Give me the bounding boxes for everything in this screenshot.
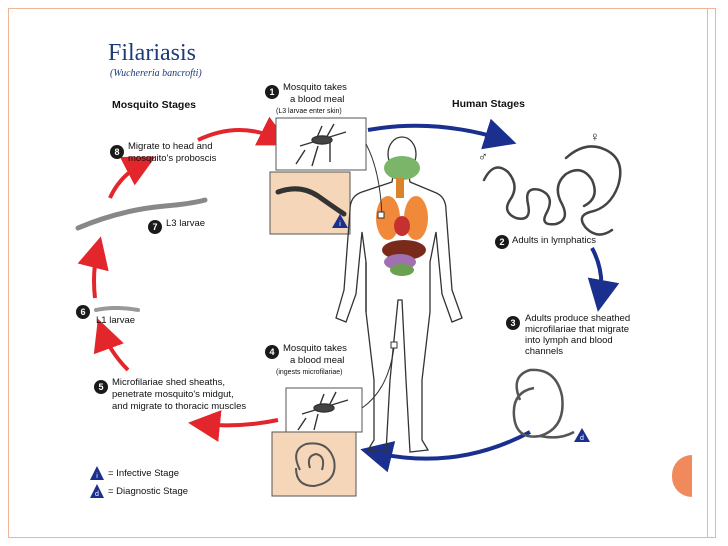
legend-diagnostic-label: = Diagnostic Stage	[108, 486, 189, 497]
step-1-note: (L3 larvae enter skin)	[276, 108, 342, 115]
step-5-label-line-3: and migrate to thoracic muscles	[112, 401, 247, 412]
arrow-5-to-6	[93, 318, 130, 372]
step-3-label-line-1: Adults produce sheathed	[525, 313, 631, 324]
arrow-7-to-8	[108, 156, 156, 199]
step-2-number: 2	[495, 235, 509, 249]
step-1-label-line-1: Mosquito takes	[283, 82, 347, 93]
step-6-label: L1 larvae	[96, 315, 136, 326]
diagram-subtitle: (Wuchereria bancrofti)	[110, 68, 202, 79]
step-4-number: 4	[265, 345, 279, 359]
arrow-6-to-7	[77, 236, 109, 299]
step-8-label-line-2: mosquito's proboscis	[128, 153, 217, 164]
mosquito-top-icon	[295, 123, 347, 167]
pointer-lines	[361, 143, 398, 409]
step-8-number: 8	[110, 145, 124, 159]
header-human-stages: Human Stages	[452, 98, 525, 110]
infective-stage-marker-inset: i	[332, 214, 348, 228]
svg-text:d: d	[580, 435, 584, 442]
arrow-1-to-2	[367, 118, 517, 150]
step-3-label-line-3: into lymph and blood	[525, 335, 613, 346]
step-7-number: 7	[148, 220, 162, 234]
step-5-label-line-2: penetrate mosquito's midgut,	[112, 389, 234, 400]
step-8-label-line-1: Migrate to head and	[128, 141, 213, 152]
step-2-label: Adults in lymphatics	[512, 235, 596, 246]
arrow-8-to-1	[197, 116, 291, 146]
step-1-number: 1	[265, 85, 279, 99]
step-3-label-line-2: microfilariae that migrate	[525, 324, 630, 335]
diagnostic-stage-marker-inset: d	[574, 428, 590, 442]
human-cycle-arrows	[360, 118, 620, 473]
female-symbol: ♀	[590, 129, 600, 144]
l1-larvae-icon	[94, 306, 140, 312]
internal-organs-icon	[376, 156, 428, 276]
mosquito-bottom-icon	[297, 391, 349, 431]
svg-text:i: i	[339, 221, 341, 228]
adult-worms-icon	[482, 145, 622, 236]
legend-diagnostic-marker: d	[90, 484, 104, 498]
legend-infective-marker: i	[90, 466, 104, 480]
slide-frame	[8, 8, 716, 538]
svg-text:d: d	[95, 491, 99, 498]
step-4-label-line-1: Mosquito takes	[283, 343, 347, 354]
l3-larvae-icon	[75, 197, 208, 231]
step-1-label-line-2: a blood meal	[290, 94, 345, 105]
microfilaria-bottom-icon	[295, 442, 336, 488]
slide-rail	[707, 8, 708, 538]
step-4-label-line-2: a blood meal	[290, 355, 345, 366]
step-3-label-line-4: channels	[525, 346, 564, 357]
mosquito-cycle-arrows	[77, 116, 291, 442]
male-symbol: ♂	[478, 149, 488, 164]
arrow-2-to-3	[587, 247, 620, 312]
larva-top-inset-icon	[275, 186, 347, 217]
diagram-canvas	[70, 22, 670, 520]
step-4-note: (ingests microfilariae)	[276, 369, 343, 376]
arrow-4-to-5	[188, 410, 279, 442]
header-mosquito-stages: Mosquito Stages	[112, 99, 197, 111]
sheathed-microfilaria-icon	[512, 368, 575, 439]
step-3-number: 3	[506, 316, 520, 330]
arrow-3-to-4	[360, 430, 531, 473]
svg-text:i: i	[96, 473, 98, 480]
step-5-number: 5	[94, 380, 108, 394]
legend-infective-label: = Infective Stage	[108, 468, 180, 479]
step-7-label: L3 larvae	[166, 218, 206, 229]
step-5-label-line-1: Microfilariae shed sheaths,	[112, 377, 225, 388]
diagram-title: Filariasis	[108, 40, 196, 66]
step-6-number: 6	[76, 305, 90, 319]
slide-edge-tab	[672, 455, 692, 497]
